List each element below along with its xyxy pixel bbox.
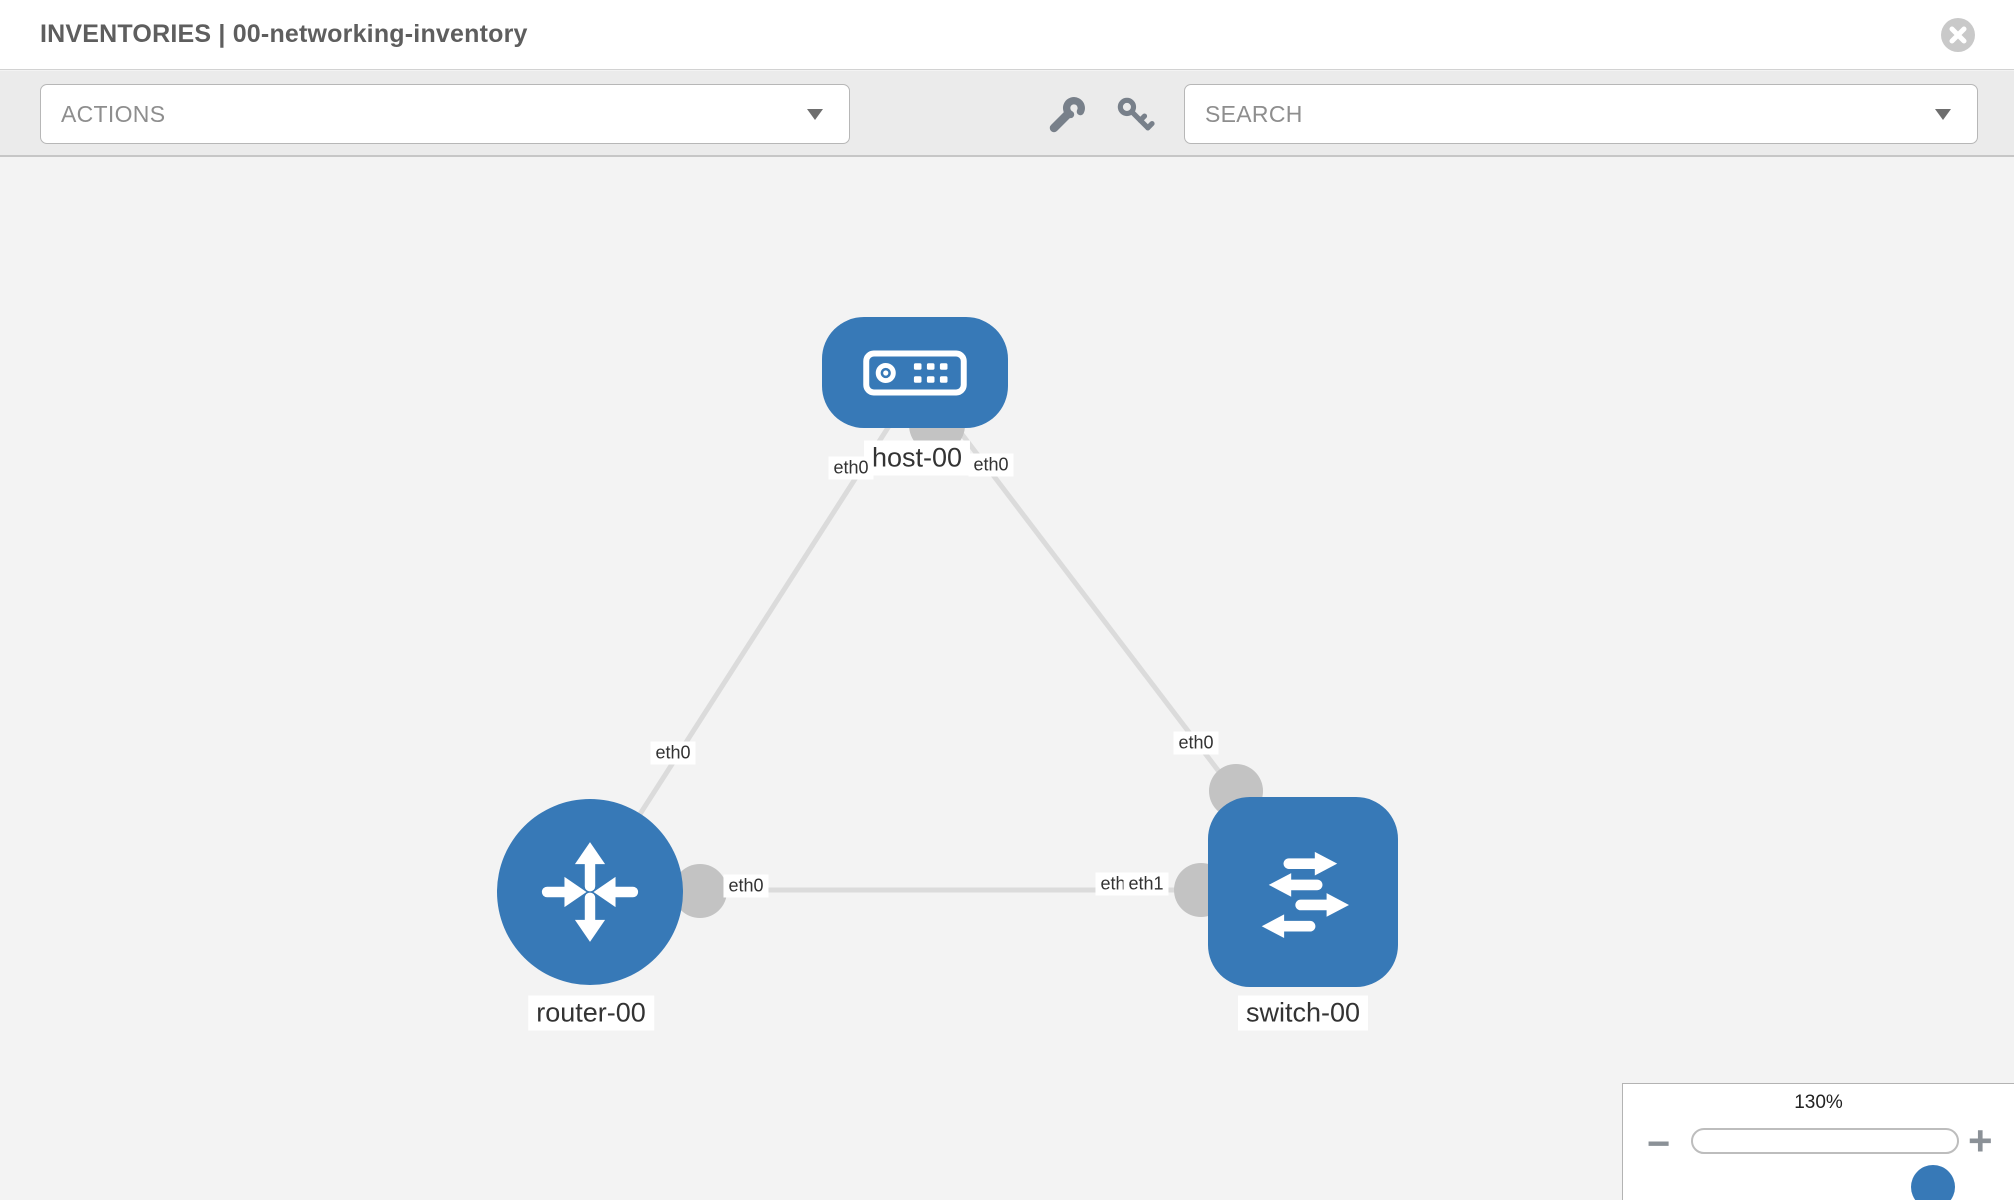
zoom-in-button[interactable]: + [1968, 1120, 1993, 1162]
topology-canvas[interactable]: host-00 router-00 switch-00 eth0 eth0 et… [0, 159, 2014, 1200]
router-icon [541, 842, 639, 942]
chevron-down-icon [1935, 109, 1951, 120]
interface-label-router-port: eth0 [723, 874, 769, 898]
node-label-switch-00: switch-00 [1237, 995, 1369, 1031]
tools-button[interactable] [1045, 93, 1089, 137]
interface-label-host-right: eth0 [968, 453, 1014, 477]
zoom-out-button[interactable]: − [1647, 1124, 1670, 1164]
actions-dropdown-label: ACTIONS [61, 100, 166, 127]
close-icon [1941, 18, 1975, 52]
node-switch-00[interactable] [1208, 797, 1398, 987]
chevron-down-icon [807, 109, 823, 120]
search-dropdown-label: SEARCH [1205, 100, 1303, 127]
node-label-host-00: host-00 [863, 440, 971, 476]
credentials-button[interactable] [1113, 93, 1157, 137]
search-dropdown[interactable]: SEARCH [1184, 84, 1978, 144]
interface-label-switch-port-eth1: eth1 [1123, 872, 1169, 896]
host-icon [863, 350, 967, 395]
actions-dropdown[interactable]: ACTIONS [40, 84, 850, 144]
key-icon [1117, 97, 1155, 131]
interface-label-switch-uplink: eth0 [1173, 731, 1219, 755]
node-host-00[interactable] [822, 317, 1008, 428]
toolbar: ACTIONS SEARCH [0, 71, 2014, 157]
zoom-slider-handle[interactable] [1911, 1165, 1955, 1200]
close-button[interactable] [1940, 17, 1976, 53]
zoom-slider[interactable] [1691, 1128, 1959, 1200]
switch-icon [1261, 851, 1350, 939]
node-label-router-00: router-00 [528, 995, 654, 1031]
page-title: INVENTORIES | 00-networking-inventory [40, 20, 528, 48]
minus-icon: − [1647, 1122, 1671, 1166]
interface-label-router-uplink: eth0 [650, 741, 696, 765]
zoom-panel: 130% − + [1622, 1083, 2014, 1200]
interface-label-host-left: eth0 [828, 456, 874, 480]
node-router-00[interactable] [497, 799, 683, 985]
plus-icon: + [1968, 1117, 1993, 1164]
header: INVENTORIES | 00-networking-inventory [0, 0, 2014, 70]
link-lines [587, 397, 1263, 918]
zoom-level: 130% [1794, 1092, 1843, 1113]
wrench-icon [1049, 97, 1085, 133]
